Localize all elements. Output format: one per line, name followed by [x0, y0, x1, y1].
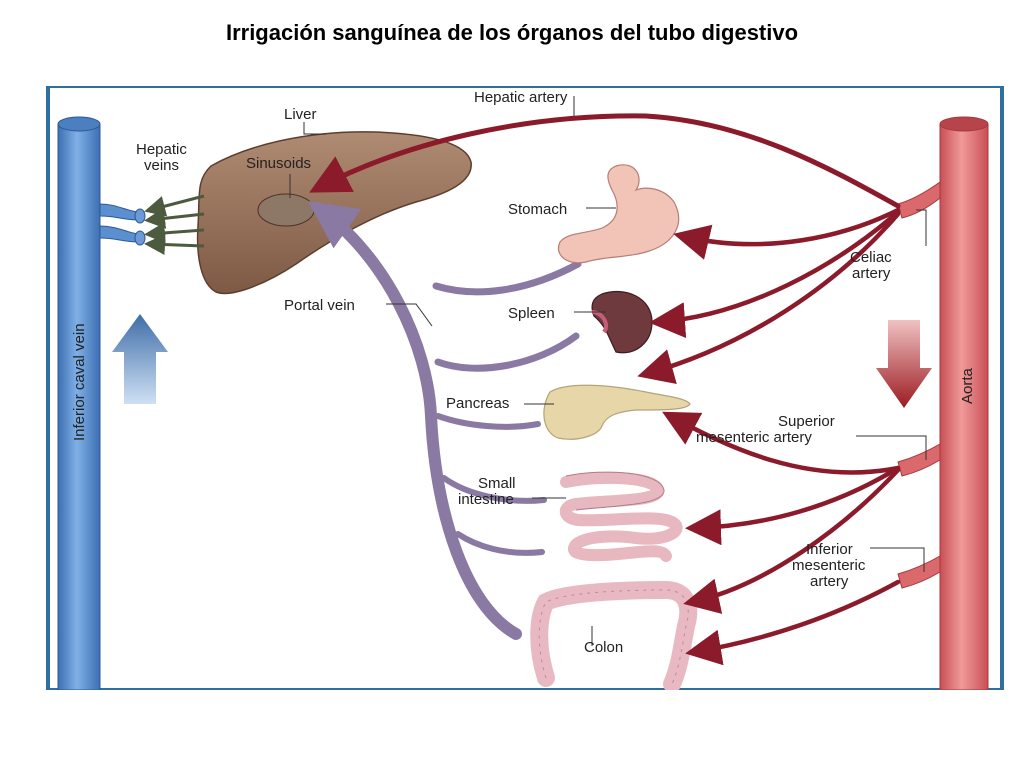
diagram: Inferior caval vein Aorta — [46, 86, 1004, 690]
page-title: Irrigación sanguínea de los órganos del … — [225, 20, 799, 45]
sma-label-1: Superior — [778, 413, 835, 430]
ima-label-3: artery — [810, 573, 849, 590]
liver-label: Liver — [284, 106, 317, 123]
small-intestine-outline — [565, 471, 665, 511]
stomach-label: Stomach — [508, 201, 567, 218]
ivc-label: Inferior caval vein — [71, 323, 88, 441]
sinusoids-label: Sinusoids — [246, 155, 311, 172]
aorta — [897, 116, 989, 690]
portal-vein-label: Portal vein — [284, 297, 355, 314]
celiac-label-1: Celiac — [850, 249, 892, 266]
leader-lines — [289, 96, 927, 646]
small-intestine-label-1: Small — [478, 475, 516, 492]
inferior-caval-vein — [57, 116, 146, 690]
hepatic-veins-arrows — [144, 194, 205, 256]
spleen — [591, 290, 653, 354]
hepatic-veins-label-2: veins — [144, 157, 179, 174]
small-intestine — [559, 471, 683, 562]
downward-flow-arrow — [876, 320, 932, 408]
stomach — [557, 164, 680, 264]
aorta-label: Aorta — [959, 367, 976, 404]
arterial-branches — [309, 113, 901, 666]
portal-vein-system — [308, 201, 582, 640]
hepatic-artery-label: Hepatic artery — [474, 89, 568, 106]
celiac-label-2: artery — [852, 265, 891, 282]
ima-label-1: Inferior — [806, 541, 853, 558]
ima-label-2: mesenteric — [792, 557, 866, 574]
spleen-label: Spleen — [508, 305, 555, 322]
hepatic-veins-label-1: Hepatic — [136, 141, 187, 158]
colon-label: Colon — [584, 639, 623, 656]
pancreas — [543, 384, 691, 440]
upward-flow-arrow — [112, 314, 168, 404]
pancreas-label: Pancreas — [446, 395, 509, 412]
sma-label-2: mesenteric artery — [696, 429, 812, 446]
colon — [530, 580, 698, 690]
small-intestine-label-2: intestine — [458, 491, 514, 508]
